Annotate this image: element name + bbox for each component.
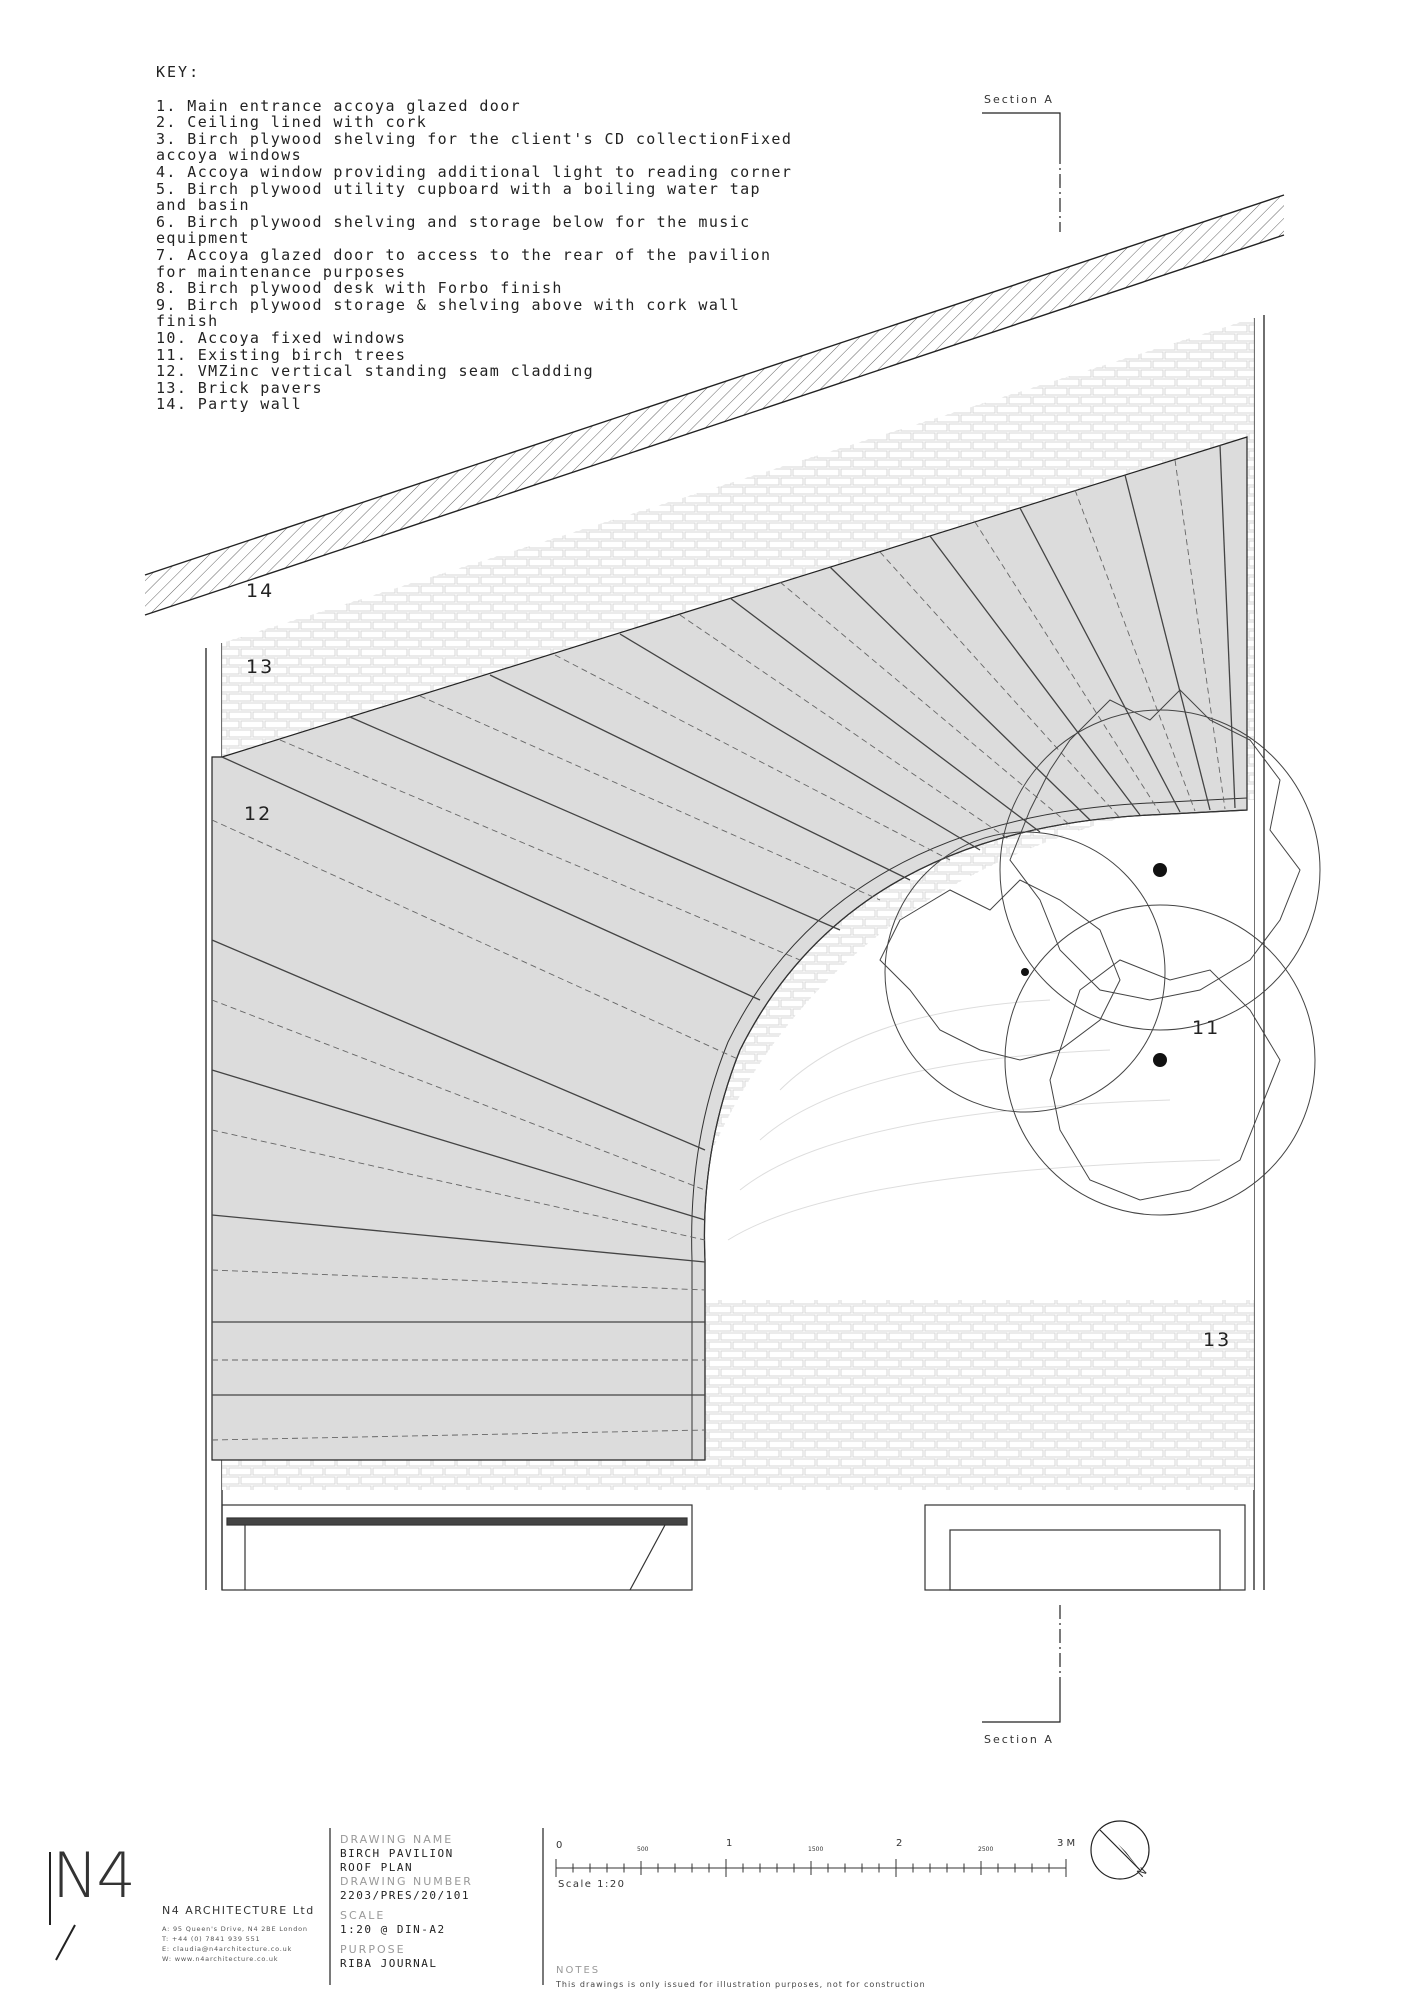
section-a-top: Section A [984, 93, 1054, 106]
scale-value: 1:20 @ DIN-A2 [340, 1923, 446, 1936]
scale-label: Scale 1:20 [558, 1879, 626, 1890]
scale-t500: 500 [637, 1846, 649, 1853]
north-arrow-icon [1090, 1820, 1150, 1880]
notes-text: This drawings is only issued for illustr… [556, 1980, 926, 1989]
key-item: 8. Birch plywood desk with Forbo finish [156, 279, 563, 298]
section-a-marker [982, 112, 1061, 1723]
zinc-roof [211, 436, 1248, 1461]
label-14: 14 [246, 580, 275, 602]
section-a-bottom: Section A [984, 1733, 1054, 1746]
drawing-name-line2: ROOF PLAN [340, 1861, 414, 1874]
company-phone: T: +44 (0) 7841 939 551 [162, 1935, 261, 1943]
drawing-number-heading: DRAWING NUMBER [340, 1875, 473, 1888]
scale-t1: 1 [726, 1838, 733, 1849]
key-item: 13. Brick pavers [156, 378, 323, 397]
key-item: 10. Accoya fixed windows [156, 328, 407, 347]
notes-heading: NOTES [556, 1965, 601, 1976]
scale-t2500: 2500 [978, 1846, 994, 1853]
drawing-info: DRAWING NAME BIRCH PAVILION ROOF PLAN DR… [340, 1833, 473, 1971]
purpose-value: RIBA JOURNAL [340, 1957, 438, 1970]
scale-heading: SCALE [340, 1909, 386, 1922]
drawing-name-heading: DRAWING NAME [340, 1833, 454, 1846]
scale-t0: 0 [556, 1840, 563, 1851]
label-13-lower: 13 [1203, 1329, 1232, 1351]
key-item: 5. Birch plywood utility cupboard with a… [156, 179, 761, 215]
drawing-number: 2203/PRES/20/101 [340, 1889, 470, 1902]
key-item: 3. Birch plywood shelving for the client… [156, 129, 793, 165]
lower-structure [221, 1504, 1246, 1591]
key-item: 14. Party wall [156, 395, 303, 414]
purpose-heading: PURPOSE [340, 1943, 406, 1956]
company-email: E: claudia@n4architecture.co.uk [162, 1945, 293, 1953]
company-address: A: 95 Queen's Drive, N4 2BE London [162, 1925, 308, 1933]
label-11: 11 [1192, 1017, 1221, 1039]
key-item: 7. Accoya glazed door to access to the r… [156, 245, 772, 281]
scale-ticks [555, 1859, 1067, 1877]
key-item: 4. Accoya window providing additional li… [156, 162, 793, 181]
logo-mark [49, 1852, 76, 1961]
scale-t1500: 1500 [808, 1846, 824, 1853]
scale-t2: 2 [896, 1838, 903, 1849]
key-title: KEY: [156, 63, 201, 81]
drawing-name-line1: BIRCH PAVILION [340, 1847, 454, 1860]
key-item: 2. Ceiling lined with cork [156, 113, 428, 132]
party-wall [144, 194, 1285, 616]
existing-birch-trees [879, 689, 1321, 1216]
company-contacts: A: 95 Queen's Drive, N4 2BE London T: +4… [162, 1924, 308, 1964]
key-item: 12. VMZinc vertical standing seam claddi… [156, 362, 595, 381]
label-12: 12 [244, 803, 273, 825]
company-logo: N4 [52, 1839, 136, 1912]
titleblock-frame [329, 1828, 544, 1985]
courtyard [700, 800, 1254, 1300]
key-item: 6. Birch plywood shelving and storage be… [156, 212, 751, 248]
scale-t3: 3 M [1057, 1838, 1076, 1849]
key-item: 11. Existing birch trees [156, 345, 407, 364]
legend-key: KEY: 1. Main entrance accoya glazed door… [156, 64, 796, 413]
key-item: 1. Main entrance accoya glazed door [156, 96, 522, 115]
company-name: N4 ARCHITECTURE Ltd [162, 1904, 315, 1917]
label-13: 13 [246, 656, 275, 678]
key-item: 9. Birch plywood storage & shelving abov… [156, 295, 741, 331]
company-web: W: www.n4architecture.co.uk [162, 1955, 279, 1963]
